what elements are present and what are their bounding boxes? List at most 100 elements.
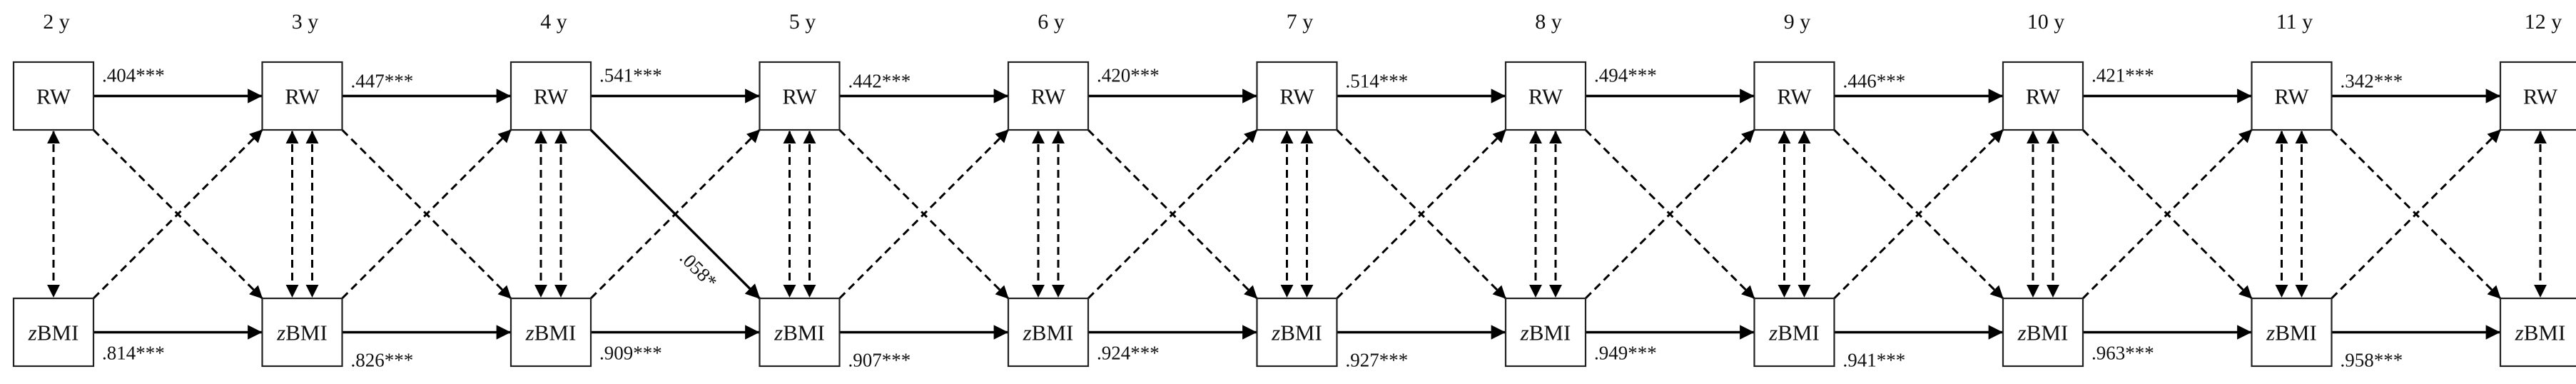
rw-node: RW	[261, 61, 343, 131]
rw-node: RW	[509, 61, 592, 131]
zbmi-coef-11-12: .958***	[2341, 350, 2403, 371]
zbmi-node-label: zBMI	[276, 320, 328, 345]
rw-coef-3-4: .447***	[351, 71, 414, 92]
rw-node-box	[1753, 61, 1835, 131]
zbmi-coef-3-4: .826***	[351, 350, 414, 371]
rw-coef-6-7: .420***	[1097, 65, 1160, 86]
rw-node: RW	[2002, 61, 2084, 131]
rw-node: RW	[1504, 61, 1587, 131]
rw-node-box	[759, 61, 841, 131]
zbmi-coef-10-11: .963***	[2091, 343, 2154, 364]
rw-node-label: RW	[2026, 84, 2061, 109]
zbmi-node-label: zBMI	[525, 320, 577, 345]
rw-node-label: RW	[285, 84, 320, 109]
rw-node: RW	[2499, 61, 2576, 131]
zbmi-node-box	[1007, 297, 1090, 368]
zbmi-node-label: zBMI	[2266, 320, 2317, 345]
age-label-6y: 6 y	[1038, 10, 1065, 34]
zbmi-stability-coefficients: .814*** .826*** .909*** .907*** .924*** …	[102, 343, 2403, 371]
zbmi-node: zBMI	[261, 297, 343, 368]
zbmi-coef-6-7: .924***	[1097, 343, 1160, 364]
cross-lag-zbmi-to-rw-arrow	[1336, 128, 1507, 300]
rw-coef-10-11: .421***	[2091, 65, 2154, 86]
rw-node-box	[1504, 61, 1587, 131]
rw-node-box	[2499, 61, 2576, 131]
rw-node: RW	[1007, 61, 1090, 131]
zbmi-node: zBMI	[2002, 297, 2084, 368]
rw-coef-5-6: .442***	[848, 71, 911, 92]
cross-lag-zbmi-to-rw-arrow	[92, 128, 263, 300]
zbmi-coef-5-6: .907***	[848, 350, 911, 371]
zbmi-node-label: zBMI	[1023, 320, 1074, 345]
rw-node: RW	[1753, 61, 1835, 131]
rw-node-label: RW	[1777, 84, 1812, 109]
zbmi-node: zBMI	[1753, 297, 1835, 368]
zbmi-coef-9-10: .941***	[1843, 350, 1906, 371]
zbmi-node: zBMI	[12, 297, 95, 368]
rw-node-label: RW	[36, 84, 71, 109]
rw-coef-2-3: .404***	[102, 65, 165, 86]
rw-node: RW	[2251, 61, 2333, 131]
zbmi-coef-4-5: .909***	[599, 343, 662, 364]
zbmi-node-box	[1256, 297, 1338, 368]
rw-node-label: RW	[2523, 84, 2558, 109]
zbmi-node-label: zBMI	[774, 320, 825, 345]
zbmi-node: zBMI	[1256, 297, 1338, 368]
zbmi-node-box	[2002, 297, 2084, 368]
zbmi-node-label: zBMI	[1271, 320, 1322, 345]
zbmi-node-box	[509, 297, 592, 368]
zbmi-node: zBMI	[1504, 297, 1587, 368]
rw-node-box	[2002, 61, 2084, 131]
zbmi-node: zBMI	[2499, 297, 2576, 368]
rw-node-label: RW	[534, 84, 569, 109]
zbmi-node-label: zBMI	[1520, 320, 1571, 345]
cross-lag-zbmi-to-rw-arrow	[1584, 128, 1755, 300]
zbmi-node-box	[759, 297, 841, 368]
age-label-3y: 3 y	[292, 10, 319, 34]
cross-lag-zbmi-to-rw-arrow	[2331, 128, 2502, 300]
age-label-8y: 8 y	[1535, 10, 1562, 34]
zbmi-node-box	[2499, 297, 2576, 368]
path-arrows	[47, 89, 2547, 340]
zbmi-node-label: zBMI	[28, 320, 79, 345]
zbmi-node: zBMI	[759, 297, 841, 368]
age-label-11y: 11 y	[2276, 10, 2313, 34]
rw-coef-11-12: .342***	[2341, 71, 2403, 92]
rw-node-box	[12, 61, 95, 131]
variable-nodes: RW zBMI RW zBMI RW zBMI RW zBMI RW zBMI RW zBMI RW zB…	[12, 61, 2576, 368]
rw-coef-9-10: .446***	[1843, 71, 1906, 92]
zbmi-coef-7-8: .927***	[1346, 350, 1409, 371]
rw-node-label: RW	[1528, 84, 1563, 109]
rw-node-label: RW	[1279, 84, 1314, 109]
zbmi-coef-2-3: .814***	[102, 343, 165, 364]
rw-node-label: RW	[782, 84, 817, 109]
age-label-9y: 9 y	[1784, 10, 1811, 34]
age-labels: 2 y 3 y 4 y 5 y 6 y 7 y 8 y 9 y 10 y 11 …	[43, 10, 2562, 34]
zbmi-node-box	[261, 297, 343, 368]
zbmi-node: zBMI	[2251, 297, 2333, 368]
zbmi-node-box	[12, 297, 95, 368]
rw-node-label: RW	[2274, 84, 2309, 109]
cross-lag-zbmi-to-rw-arrow	[589, 128, 761, 300]
rw-node: RW	[1256, 61, 1338, 131]
zbmi-node-box	[2251, 297, 2333, 368]
zbmi-coef-8-9: .949***	[1594, 343, 1657, 364]
cross-lag-zbmi-to-rw-arrow	[838, 128, 1010, 300]
zbmi-node-box	[1504, 297, 1587, 368]
cross-lag-zbmi-to-rw-arrow	[1087, 128, 1258, 300]
rw-coef-8-9: .494***	[1594, 65, 1657, 86]
rw-node-box	[261, 61, 343, 131]
rw-node-box	[1007, 61, 1090, 131]
age-label-10y: 10 y	[2027, 10, 2065, 34]
zbmi-node: zBMI	[509, 297, 592, 368]
age-label-4y: 4 y	[540, 10, 567, 34]
cross-lag-zbmi-to-rw-arrow	[2081, 128, 2253, 300]
rw-coef-4-5: .541***	[599, 65, 662, 86]
rw-node-box	[509, 61, 592, 131]
zbmi-node-box	[1753, 297, 1835, 368]
zbmi-node: zBMI	[1007, 297, 1090, 368]
zbmi-node-label: zBMI	[2017, 320, 2069, 345]
age-label-5y: 5 y	[789, 10, 816, 34]
cross-lag-zbmi-to-rw-arrow	[1833, 128, 2004, 300]
